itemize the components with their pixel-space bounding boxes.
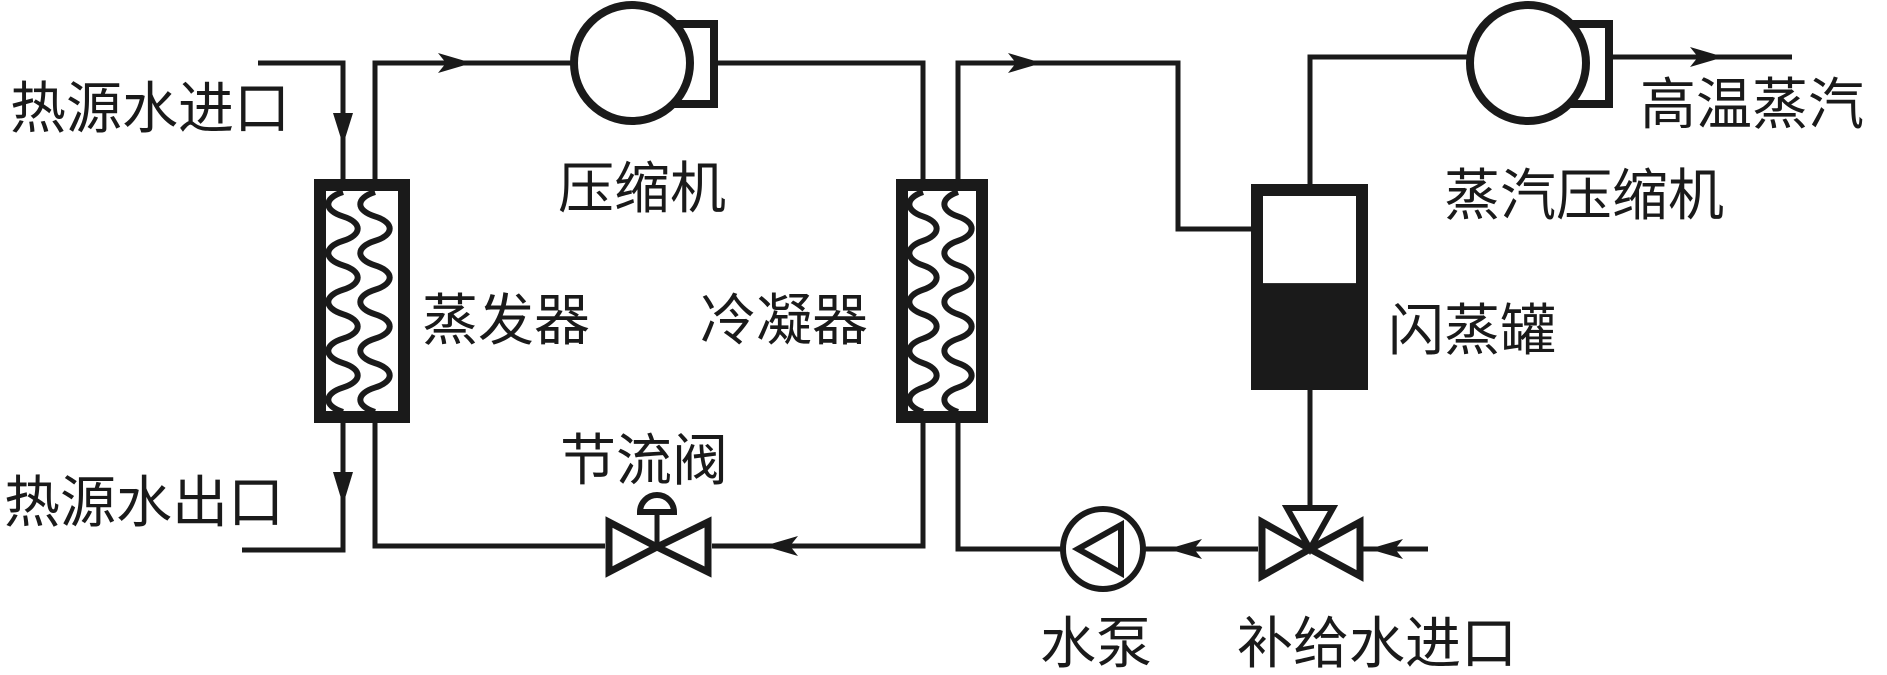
refrigerant-loop [372, 53, 926, 556]
three-way-valve-top-triangle [1281, 505, 1339, 556]
heat-source-outlet-arrow-icon [333, 472, 353, 505]
flash-tank [1251, 184, 1368, 390]
evaporator-label: 蒸发器 [422, 289, 590, 354]
heat-source-inlet-arrow-icon [333, 113, 353, 145]
water-pump-direction-icon [1071, 519, 1124, 579]
compressor [570, 1, 718, 125]
steam-compressor-body [1466, 1, 1590, 125]
water-pump [1060, 506, 1146, 592]
condenser-coil-left [906, 189, 940, 415]
evaporator-coil-left [325, 189, 361, 415]
labels: 热源水进口 热源水出口 压缩机 蒸发器 冷凝器 节流阀 闪蒸罐 蒸汽压缩机 高温… [4, 73, 1864, 675]
liquid-return-arrow-icon [764, 536, 798, 556]
compressor-to-condenser-pipe [716, 60, 926, 180]
hot-water-arrow-icon [1008, 53, 1042, 73]
high-temp-steam-arrow-icon [1690, 47, 1724, 67]
throttle-valve-actuator-icon [636, 492, 678, 515]
evaporator-to-compressor-pipe [372, 60, 572, 180]
heat-source-water-lines [242, 60, 353, 553]
condenser-to-flash-tank-pipe [955, 60, 1251, 232]
flash-tank-label: 闪蒸罐 [1388, 299, 1556, 364]
flash-tank-liquid [1257, 283, 1362, 384]
makeup-water-inlet-label: 补给水进口 [1237, 612, 1517, 675]
three-way-valve [1258, 505, 1364, 582]
condenser-coil-right [941, 189, 975, 415]
pump-to-condenser-pipe [955, 422, 1061, 552]
steam-compressor-label: 蒸汽压缩机 [1444, 164, 1724, 229]
pump-feed-arrow-icon [1168, 539, 1202, 559]
condenser-to-valve-pipe [712, 422, 926, 549]
valve-to-evaporator-pipe [372, 422, 605, 549]
suction-arrow-icon [438, 53, 472, 73]
condenser [896, 179, 988, 423]
makeup-water-arrow-icon [1369, 539, 1403, 559]
heat-source-inlet-label: 热源水进口 [10, 77, 290, 142]
condenser-label: 冷凝器 [700, 289, 868, 354]
high-temp-steam-label: 高温蒸汽 [1640, 73, 1864, 138]
heat-source-outlet-pipe [242, 422, 346, 553]
heat-source-outlet-label: 热源水出口 [4, 471, 284, 536]
throttle-valve-label: 节流阀 [560, 429, 728, 494]
throttle-valve [605, 492, 712, 578]
water-pump-label: 水泵 [1040, 612, 1152, 675]
throttle-valve-right-triangle [649, 516, 712, 578]
flash-tank-to-steam-compressor-pipe [1307, 54, 1468, 184]
three-way-valve-right-triangle [1302, 516, 1364, 582]
steam-compressor [1466, 1, 1613, 125]
compressor-label: 压缩机 [558, 157, 726, 222]
water-steam-loop [955, 47, 1792, 559]
throttle-valve-left-triangle [605, 516, 665, 578]
compressor-body [570, 1, 694, 125]
evaporator [314, 179, 410, 423]
evaporator-coil-right [357, 189, 393, 415]
three-way-valve-left-triangle [1258, 516, 1318, 582]
